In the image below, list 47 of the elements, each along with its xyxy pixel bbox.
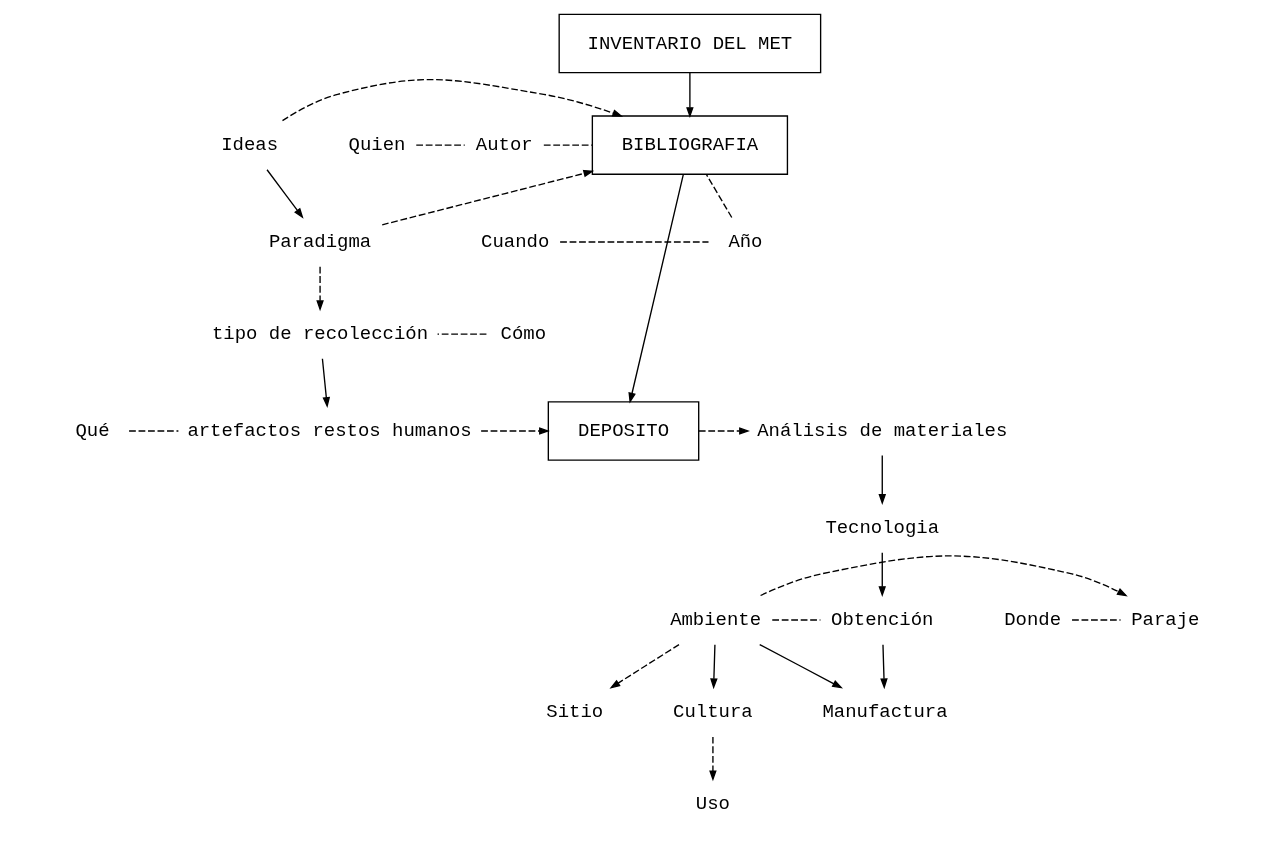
node-text: Ambiente xyxy=(670,608,762,631)
connector xyxy=(543,143,593,146)
connector xyxy=(415,143,466,146)
arrow xyxy=(480,426,550,435)
arrow xyxy=(316,265,324,311)
node-text: Cuando xyxy=(481,230,550,253)
arrow xyxy=(710,643,718,689)
node-box: INVENTARIO DEL MET xyxy=(558,13,822,73)
connector xyxy=(705,173,733,218)
node-box: BIBLIOGRAFIA xyxy=(591,114,789,175)
node-text: tipo de recolección xyxy=(212,322,429,345)
arrow xyxy=(321,357,331,408)
arrow xyxy=(628,173,684,404)
node-text: Obtención xyxy=(831,608,934,631)
node-text: Donde xyxy=(1004,608,1062,631)
node-text: Ideas xyxy=(221,133,279,156)
arrow xyxy=(709,735,717,781)
connector xyxy=(436,332,488,335)
arrow xyxy=(759,643,843,689)
arrow xyxy=(381,169,595,225)
connector xyxy=(559,240,710,243)
node-text: Sitio xyxy=(546,700,604,723)
arrow xyxy=(880,643,888,689)
node-text: Análisis de materiales xyxy=(757,419,1008,442)
connector xyxy=(128,429,180,432)
node-text: Manufactura xyxy=(822,700,948,723)
arrow xyxy=(266,168,304,219)
node-text: artefactos restos humanos xyxy=(187,419,472,442)
node-text: Paraje xyxy=(1131,608,1200,631)
node-text: Qué xyxy=(75,419,110,442)
arrow xyxy=(878,454,887,505)
node-text: Cultura xyxy=(673,700,753,723)
node-text: Cómo xyxy=(500,322,547,345)
node-text: Uso xyxy=(695,792,730,815)
node-text: Paradigma xyxy=(268,230,372,253)
node-box: DEPOSITO xyxy=(547,400,700,461)
node-text: Quien xyxy=(348,133,406,156)
arrow xyxy=(281,78,624,121)
node-text: Autor xyxy=(475,133,533,156)
connector xyxy=(1071,618,1122,621)
node-text: Tecnologia xyxy=(825,516,940,539)
arrow xyxy=(686,71,694,118)
arrow xyxy=(878,551,887,597)
arrow xyxy=(609,643,680,689)
node-text: Año xyxy=(728,230,763,253)
arrow xyxy=(759,554,1128,596)
arrow xyxy=(698,426,750,435)
